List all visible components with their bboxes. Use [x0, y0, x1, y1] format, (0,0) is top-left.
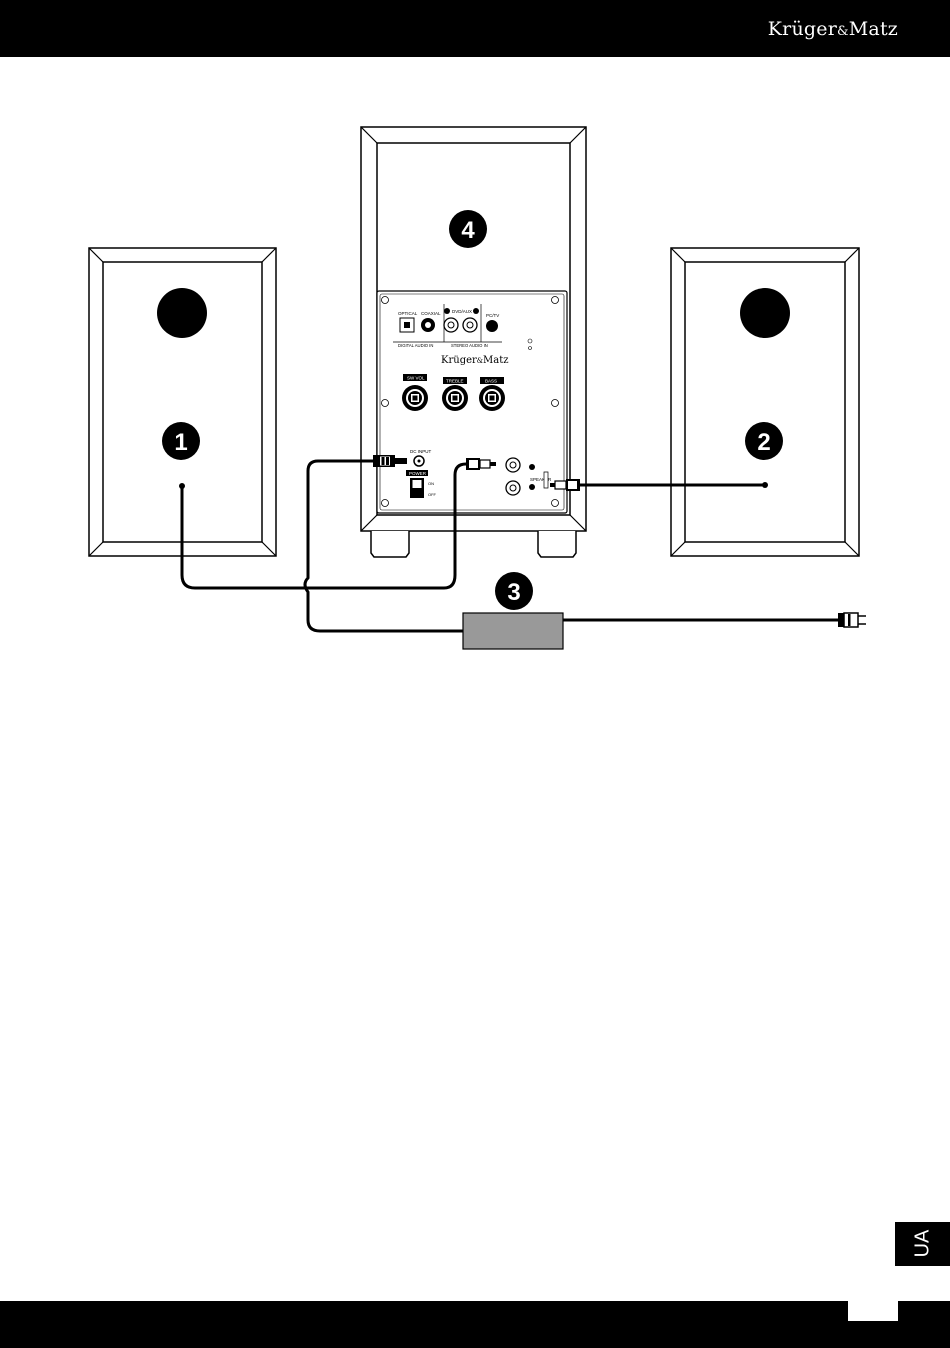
optical-label: OPTICAL — [398, 311, 418, 316]
right-speaker — [671, 248, 859, 556]
footer-bar — [0, 1301, 950, 1348]
bass-knob: BASS — [479, 377, 505, 411]
subwoofer: OPTICAL COAXIAL DIGITAL AUDIO IN DVD/AUX… — [361, 127, 586, 557]
power-adapter — [463, 613, 563, 649]
dvd-aux-label: DVD/AUX — [452, 309, 472, 314]
connection-diagram: OPTICAL COAXIAL DIGITAL AUDIO IN DVD/AUX… — [0, 0, 950, 1300]
svg-text:BASS: BASS — [485, 379, 497, 384]
badge-subwoofer: 4 — [449, 210, 487, 248]
language-code: UA — [912, 1230, 935, 1258]
badge-right-speaker: 2 — [745, 422, 783, 460]
coaxial-label: COAXIAL — [421, 311, 441, 316]
speaker-label: SPEAKER — [530, 477, 552, 482]
rca-plug-right — [550, 479, 580, 491]
left-driver — [157, 288, 207, 338]
panel-brand-logo: Krüger&Matz — [441, 355, 509, 366]
treble-knob: TREBLE — [442, 377, 468, 411]
pc-tv-port — [486, 320, 498, 332]
svg-text:3: 3 — [507, 579, 520, 606]
language-tab: UA — [895, 1222, 950, 1266]
off-label: OFF — [428, 492, 437, 497]
on-label: ON — [428, 481, 434, 486]
badge-left-speaker: 1 — [162, 422, 200, 460]
svg-text:SW VOL: SW VOL — [407, 376, 425, 381]
sw-vol-knob: SW VOL — [402, 374, 428, 411]
svg-text:2: 2 — [757, 429, 770, 456]
badge-adapter: 3 — [495, 572, 533, 610]
svg-text:4: 4 — [461, 217, 475, 244]
dc-input-label: DC INPUT — [410, 449, 432, 454]
svg-text:1: 1 — [174, 429, 187, 456]
page-number-tab — [848, 1301, 898, 1321]
svg-text:TREBLE: TREBLE — [446, 379, 464, 384]
power-label: POWER — [409, 471, 427, 476]
mains-plug — [838, 613, 866, 627]
pc-tv-label: PC/TV — [486, 313, 499, 318]
stereo-audio-in-label: STEREO AUDIO IN — [451, 343, 488, 348]
right-driver — [740, 288, 790, 338]
digital-audio-in-label: DIGITAL AUDIO IN — [398, 343, 433, 348]
